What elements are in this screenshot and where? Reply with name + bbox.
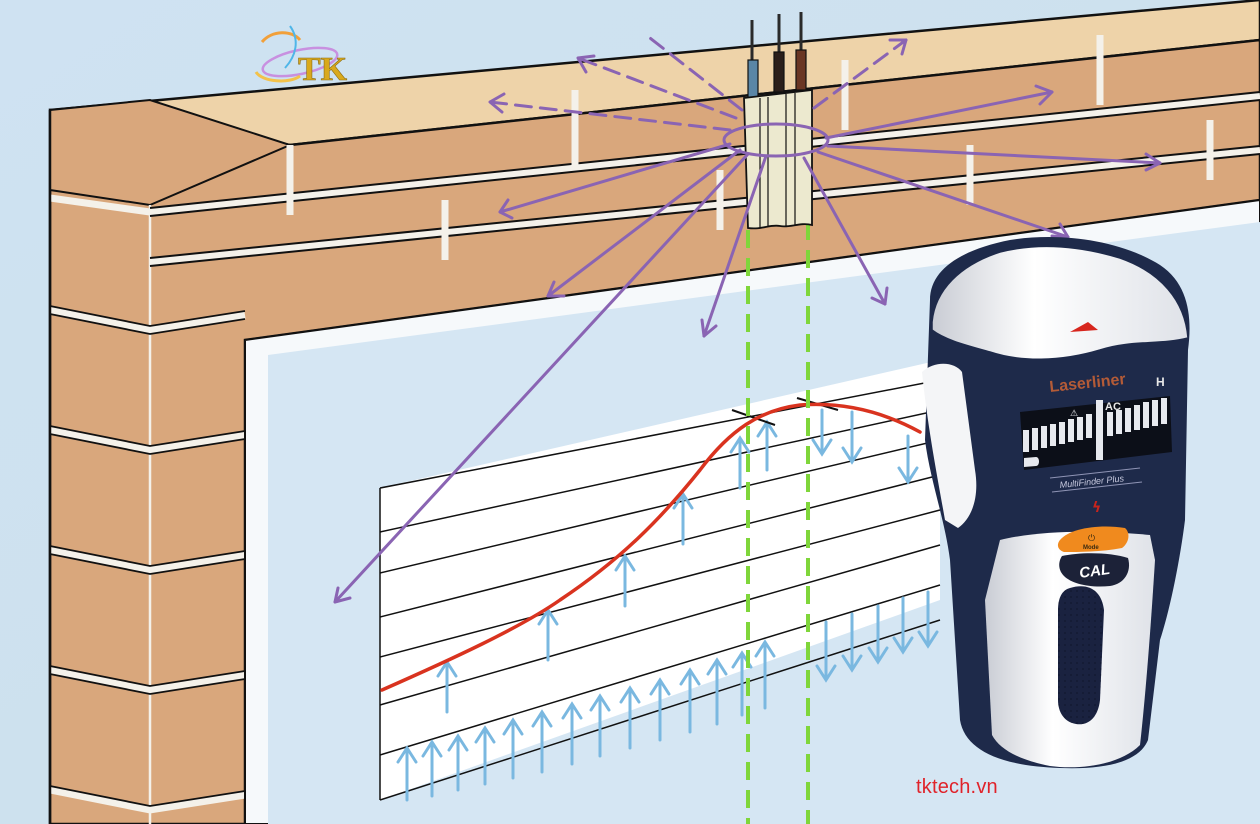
ac-mode-label: AC: [1105, 401, 1121, 413]
black-conductor: [773, 51, 785, 93]
grip-pad: [1058, 586, 1104, 725]
live-wire-icon: ϟ: [1092, 500, 1101, 516]
wall-scanner-device: Laserliner H: [922, 237, 1190, 769]
signal-curve: [380, 402, 922, 692]
model-plate-lines: [1049, 467, 1143, 493]
graph-gridlines: [379, 379, 941, 801]
tk-logo: TK: [254, 25, 348, 88]
brick-wall: [48, 0, 1260, 824]
mode-label: Mode: [1083, 545, 1099, 551]
laser-indicator-icon: [1070, 322, 1098, 332]
watermark: tktech.vn: [916, 776, 998, 798]
signal-graph: [379, 360, 941, 802]
signal-bars-left: [1023, 414, 1092, 452]
svg-text:H: H: [1156, 375, 1165, 389]
cable-position-markers: [746, 222, 810, 824]
blue-conductor: [747, 59, 759, 99]
warning-icon: ⚠: [1070, 409, 1078, 419]
lcd-display: AC ⚠: [1020, 396, 1172, 470]
mode-power-button[interactable]: ⏻ Mode: [1057, 526, 1129, 553]
cal-label: CAL: [1078, 561, 1111, 582]
cal-button[interactable]: CAL: [1059, 553, 1130, 587]
center-bar: [1096, 400, 1103, 460]
brown-conductor: [795, 49, 807, 91]
power-icon: ⏻: [1088, 533, 1095, 544]
logo-text: TK: [298, 51, 348, 88]
field-lines: [333, 36, 1162, 604]
battery-icon: [1024, 457, 1039, 467]
signal-bars-right: [1107, 398, 1167, 436]
